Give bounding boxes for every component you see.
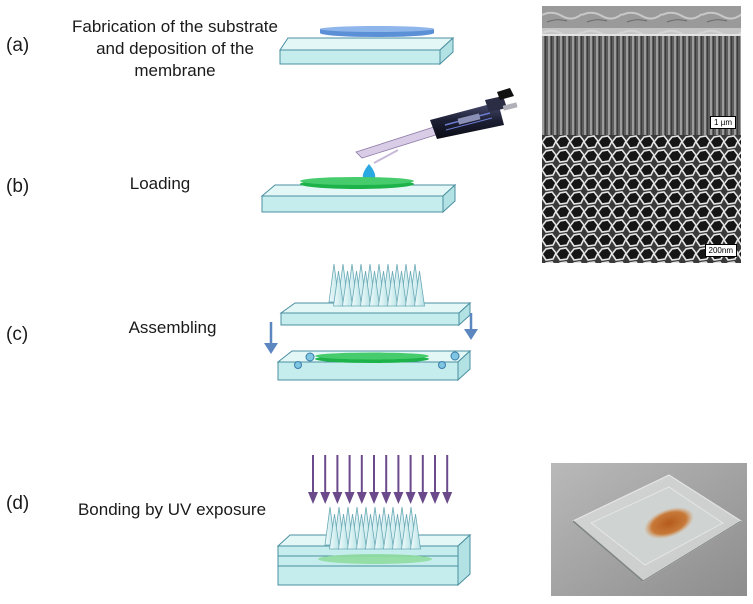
uv-arrow-icon — [320, 455, 331, 504]
microneedle — [374, 513, 385, 550]
microneedle — [365, 513, 376, 550]
substrate-b — [260, 177, 457, 214]
uv-arrow-icon — [442, 455, 453, 504]
device-photo-image — [551, 463, 747, 596]
sem-top-view-image — [542, 135, 741, 263]
uv-arrow-icon — [417, 455, 428, 504]
uv-arrows — [308, 455, 453, 504]
microneedle — [338, 513, 349, 550]
step-title-a-line-3: membrane — [134, 61, 216, 80]
uv-arrow-icon — [393, 455, 404, 504]
bonded-stack — [276, 506, 472, 587]
microneedle — [329, 513, 340, 550]
uv-arrow-icon — [344, 455, 355, 504]
scale-bar-200nm: 200nm — [704, 244, 737, 257]
microneedle — [383, 513, 394, 550]
bubble-icon — [438, 361, 446, 369]
microneedle — [387, 270, 398, 307]
microneedle — [392, 513, 403, 550]
down-arrow-right — [464, 313, 478, 340]
microneedle — [351, 270, 362, 307]
microneedle — [410, 513, 421, 550]
sem-cross-section-photo: 1 µm — [542, 6, 741, 135]
microneedle — [347, 513, 358, 550]
microneedle — [360, 270, 371, 307]
microneedle — [333, 270, 344, 307]
step-title-a-line-1: Fabrication of the substrate — [71, 17, 278, 36]
step-letter-a: (a) — [6, 35, 30, 56]
substrate-a — [279, 26, 455, 66]
uv-arrow-icon — [356, 455, 367, 504]
step-letter-c: (c) — [6, 324, 29, 345]
microneedle — [396, 270, 407, 307]
step-letter-d: (d) — [6, 493, 30, 514]
sem-cross-section-image — [542, 6, 741, 135]
bubble-icon — [305, 352, 315, 362]
device-photo — [551, 463, 747, 596]
microneedle — [342, 270, 353, 307]
scale-bar-1um: 1 µm — [710, 116, 736, 129]
substrate-c — [276, 349, 472, 382]
microneedle-array-icon — [328, 263, 425, 307]
membrane-green-d — [318, 554, 432, 564]
step-title-c: Assembling — [128, 318, 217, 337]
bubble-icon — [294, 361, 302, 369]
uv-arrow-icon — [308, 455, 318, 504]
down-arrow-left — [264, 322, 278, 354]
step-title-a-line-2: and deposition of the — [96, 39, 254, 58]
bubble-icon — [450, 351, 460, 361]
microneedle — [405, 270, 416, 307]
microneedle — [414, 270, 425, 307]
pipette-icon — [355, 88, 518, 164]
microneedle — [369, 270, 380, 307]
uv-arrow-icon — [332, 455, 343, 504]
uv-arrow-icon — [381, 455, 392, 504]
uv-arrow-icon — [430, 455, 440, 504]
step-letter-b: (b) — [6, 176, 30, 197]
uv-arrow-icon — [405, 455, 416, 504]
microneedle — [378, 270, 389, 307]
step-title-b: Loading — [129, 174, 191, 193]
step-title-a: Fabrication of the substrate and deposit… — [55, 16, 295, 82]
microneedle-cover — [279, 263, 472, 327]
sem-top-view-photo: 200nm — [542, 135, 741, 263]
uv-arrow-icon — [369, 455, 379, 504]
microneedle-array-icon — [324, 506, 421, 550]
step-title-d: Bonding by UV exposure — [77, 500, 267, 519]
microneedle — [356, 513, 367, 550]
microneedle — [401, 513, 412, 550]
